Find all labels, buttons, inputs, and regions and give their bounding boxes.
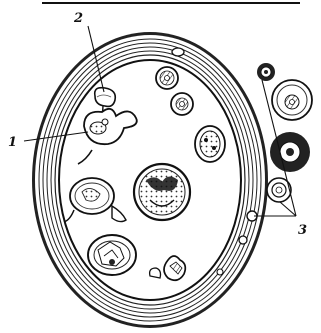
external-cyst-top-large <box>272 80 312 120</box>
oval-scolex <box>195 126 225 162</box>
label-2: 2 <box>73 11 83 26</box>
central-scolex <box>134 164 190 220</box>
leader-line-3b <box>280 202 296 216</box>
label-3: 3 <box>298 223 307 238</box>
wall-vesicle-top <box>172 48 184 56</box>
free-scolex-top <box>156 67 178 89</box>
label-1: 1 <box>8 135 17 150</box>
brood-capsule-segmented <box>88 235 136 275</box>
external-cyst-top-small <box>257 63 275 81</box>
free-scolex-mid <box>171 93 193 115</box>
